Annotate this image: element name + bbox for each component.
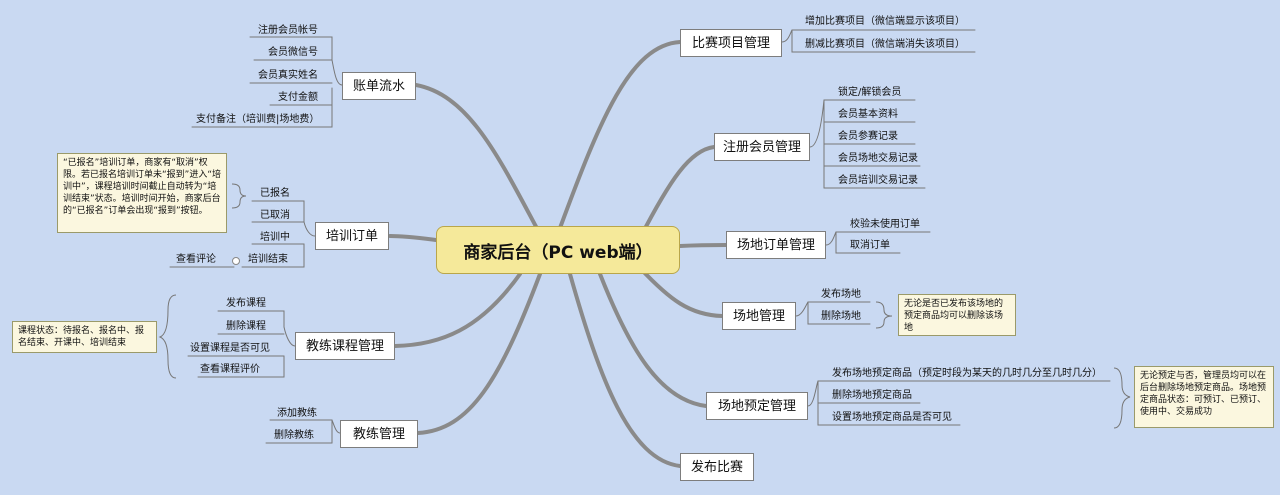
central-topic[interactable]: 商家后台（PC web端） <box>436 226 680 274</box>
branch-venue-orders <box>678 243 728 248</box>
topic-members[interactable]: 注册会员管理 <box>714 133 810 161</box>
booking-publish[interactable]: 发布场地预定商品（预定时段为某天的几时几分至几时几分） <box>832 368 1102 379</box>
member-profile[interactable]: 会员基本资料 <box>838 109 898 120</box>
course-delete[interactable]: 删除课程 <box>226 321 266 332</box>
training-order-view-comments[interactable]: 查看评论 <box>176 254 216 265</box>
topic-publish-competition[interactable]: 发布比赛 <box>680 453 754 481</box>
topic-training-orders[interactable]: 培训订单 <box>315 222 389 250</box>
course-visibility[interactable]: 设置课程是否可见 <box>190 343 270 354</box>
ledger-item-1[interactable]: 注册会员帐号 <box>258 25 318 36</box>
note-training-orders: “已报名”培训订单，商家有“取消”权限。若已报名培训订单未“报到”进入“培训中”… <box>57 153 227 233</box>
branch-coaches <box>416 272 542 435</box>
topic-venue-booking[interactable]: 场地预定管理 <box>706 392 808 420</box>
course-view-reviews[interactable]: 查看课程评价 <box>200 364 260 375</box>
training-order-finished[interactable]: 培训结束 <box>248 254 288 265</box>
topic-competition-items[interactable]: 比赛项目管理 <box>680 29 782 57</box>
member-competition-records[interactable]: 会员参赛记录 <box>838 131 898 142</box>
venue-order-verify[interactable]: 校验未使用订单 <box>850 219 920 230</box>
ledger-item-2[interactable]: 会员微信号 <box>268 47 318 58</box>
training-order-registered[interactable]: 已报名 <box>260 188 290 199</box>
topic-venues[interactable]: 场地管理 <box>722 302 796 330</box>
branch-members <box>638 145 716 240</box>
member-venue-transactions[interactable]: 会员场地交易记录 <box>838 153 918 164</box>
venue-publish[interactable]: 发布场地 <box>821 289 861 300</box>
venue-delete[interactable]: 删除场地 <box>821 311 861 322</box>
branch-coach-courses <box>393 272 522 348</box>
branch-venue-booking <box>598 272 708 408</box>
booking-visibility[interactable]: 设置场地预定商品是否可见 <box>832 412 952 423</box>
venue-order-cancel[interactable]: 取消订单 <box>850 240 890 251</box>
topic-coaches[interactable]: 教练管理 <box>340 420 418 448</box>
note-venues: 无论是否已发布该场地的预定商品均可以删除该场地 <box>898 294 1016 336</box>
collapse-toggle-icon[interactable] <box>232 257 240 265</box>
note-brace-booking <box>1113 367 1131 429</box>
branch-competition-items <box>558 40 682 230</box>
booking-delete[interactable]: 删除场地预定商品 <box>832 390 912 401</box>
coach-delete[interactable]: 删除教练 <box>274 430 314 441</box>
training-order-cancelled[interactable]: 已取消 <box>260 210 290 221</box>
note-brace-courses <box>158 294 177 379</box>
branch-publish-competition <box>568 272 682 468</box>
course-publish[interactable]: 发布课程 <box>226 298 266 309</box>
member-lock[interactable]: 锁定/解锁会员 <box>838 87 902 98</box>
topic-venue-orders[interactable]: 场地订单管理 <box>726 231 826 259</box>
note-venue-booking: 无论预定与否，管理员均可以在后台删除场地预定商品。场地预定商品状态：可预订、已预… <box>1134 366 1274 428</box>
topic-ledger[interactable]: 账单流水 <box>342 72 416 100</box>
ledger-item-5[interactable]: 支付备注（培训费|场地费） <box>196 114 320 125</box>
ledger-item-4[interactable]: 支付金额 <box>278 92 318 103</box>
competition-item-add[interactable]: 增加比赛项目（微信端显示该项目） <box>805 16 965 27</box>
note-brace-venues <box>875 301 893 329</box>
note-brace-training <box>231 183 247 209</box>
ledger-item-3[interactable]: 会员真实姓名 <box>258 70 318 81</box>
branch-ledger <box>414 83 542 236</box>
note-course-status: 课程状态：待报名、报名中、报名结束、开课中、培训结束 <box>12 321 157 353</box>
branch-training-orders <box>388 234 438 242</box>
coach-add[interactable]: 添加教练 <box>277 408 317 419</box>
member-training-transactions[interactable]: 会员培训交易记录 <box>838 175 918 186</box>
training-order-in-progress[interactable]: 培训中 <box>260 232 290 243</box>
topic-coach-courses[interactable]: 教练课程管理 <box>295 332 395 360</box>
branch-venues <box>638 266 724 318</box>
competition-item-remove[interactable]: 删减比赛项目（微信端消失该项目） <box>805 39 965 50</box>
